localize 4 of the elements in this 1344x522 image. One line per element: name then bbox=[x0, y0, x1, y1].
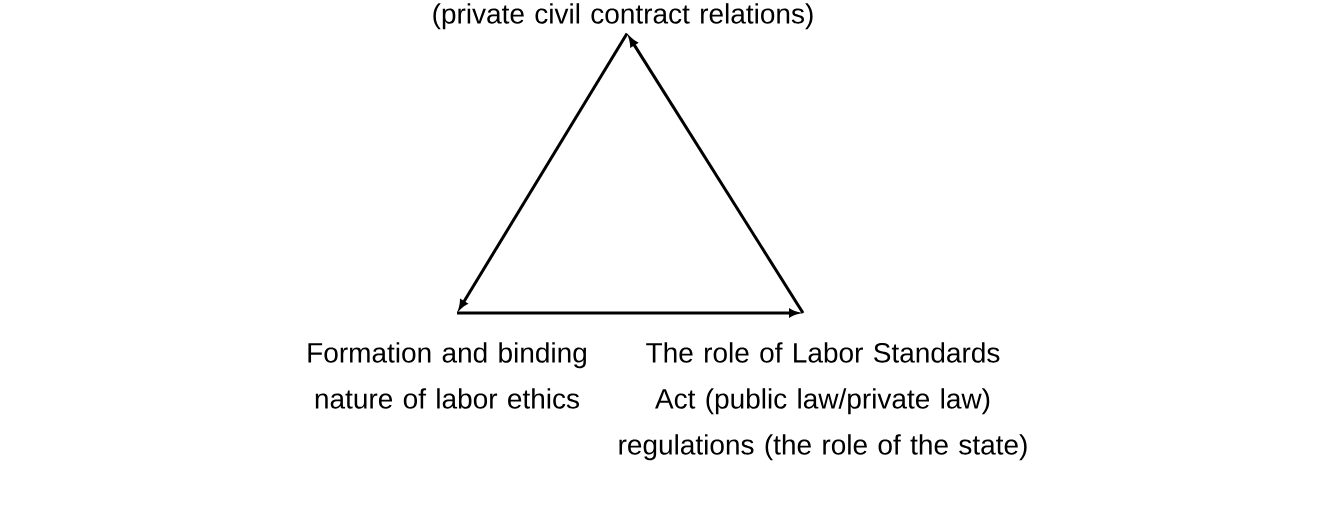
text-label: The role of Labor Standards Act (public law/private law) regulations (the role of the state) bbox=[619, 342, 1027, 461]
text-label: Formation and binding nature of labor ethics bbox=[308, 342, 586, 409]
arrow bbox=[458, 32, 629, 310]
text-label: (private civil contract relations) bbox=[433, 3, 813, 30]
